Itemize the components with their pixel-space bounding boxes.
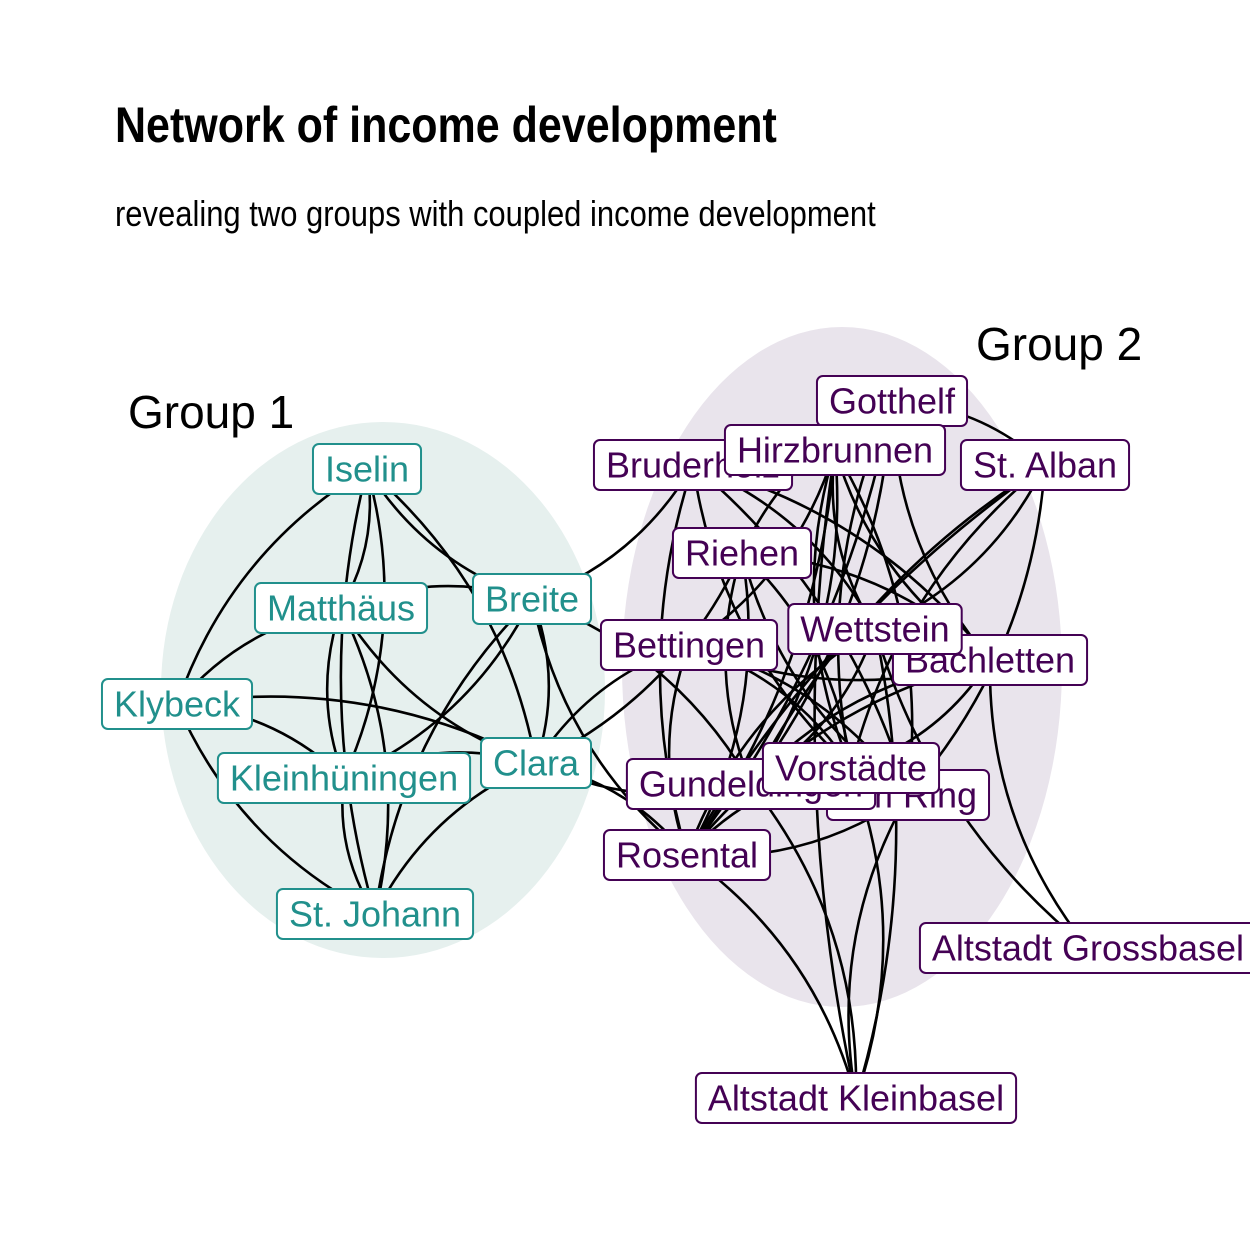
- node-label: St. Alban: [973, 445, 1117, 486]
- node-box: [602, 829, 772, 881]
- node-box: [761, 742, 941, 794]
- node-label: Altstadt Kleinbasel: [708, 1078, 1004, 1119]
- node-label: Riehen: [685, 533, 799, 574]
- node-box: [275, 888, 475, 940]
- node-label: Vorstädte: [775, 748, 927, 789]
- node-box: [694, 1072, 1018, 1124]
- node-box: [216, 752, 472, 804]
- group-2-label: Group 2: [976, 318, 1142, 370]
- node-label: St. Johann: [289, 894, 461, 935]
- node-label: Gotthelf: [829, 381, 956, 422]
- node-box: [959, 439, 1131, 491]
- node-klybeck: Klybeck: [100, 678, 254, 730]
- group-1-label: Group 1: [128, 386, 294, 438]
- page-title: Network of income development: [115, 97, 777, 153]
- node-matthaeus: Matthäus: [253, 582, 429, 634]
- group-hulls: [161, 327, 1062, 1007]
- page-subtitle: revealing two groups with coupled income…: [115, 193, 876, 234]
- node-wettstein: Wettstein: [787, 603, 963, 655]
- edge: [749, 783, 858, 1099]
- node-gotthelf: Gotthelf: [815, 375, 969, 427]
- edge: [685, 552, 750, 856]
- node-bettingen: Bettingen: [599, 619, 779, 671]
- node-label: Kleinhüningen: [230, 758, 458, 799]
- node-label: Wettstein: [800, 609, 949, 650]
- node-label: Matthäus: [267, 588, 415, 629]
- node-riehen: Riehen: [671, 527, 813, 579]
- node-box: [918, 922, 1250, 974]
- node-box: [723, 424, 947, 476]
- node-clara: Clara: [479, 737, 593, 789]
- node-box: [311, 443, 423, 495]
- node-box: [787, 603, 963, 655]
- node-label: Bettingen: [613, 625, 765, 666]
- node-box: [671, 527, 813, 579]
- node-rosental: Rosental: [602, 829, 772, 881]
- node-box: [471, 573, 593, 625]
- node-label: Klybeck: [114, 684, 241, 725]
- node-label: Clara: [493, 743, 580, 784]
- node-stjohann: St. Johann: [275, 888, 475, 940]
- edge: [339, 468, 377, 915]
- node-label: Hirzbrunnen: [737, 430, 933, 471]
- node-vorstaedte: Vorstädte: [761, 742, 941, 794]
- node-hirzbrunnen: Hirzbrunnen: [723, 424, 947, 476]
- node-kleinhueningen: Kleinhüningen: [216, 752, 472, 804]
- edge: [373, 598, 533, 915]
- node-box: [599, 619, 779, 671]
- edge: [988, 659, 1090, 949]
- node-label: Rosental: [616, 835, 758, 876]
- node-altstadtkb: Altstadt Kleinbasel: [694, 1072, 1018, 1124]
- group-1-hull: [161, 422, 605, 958]
- node-box: [253, 582, 429, 634]
- node-box: [479, 737, 593, 789]
- node-label: Breite: [485, 579, 579, 620]
- group-labels: Group 1 Group 2: [128, 318, 1142, 438]
- edge: [849, 463, 1046, 769]
- node-box: [100, 678, 254, 730]
- node-breite: Breite: [471, 573, 593, 625]
- node-stalban: St. Alban: [959, 439, 1131, 491]
- node-bachletten: Bachletten: [891, 634, 1089, 686]
- node-altstadtgb: Altstadt Grossbasel: [918, 922, 1250, 974]
- node-iselin: Iselin: [311, 443, 423, 495]
- node-label: Iselin: [325, 449, 409, 490]
- edge: [847, 794, 910, 1099]
- node-label: Altstadt Grossbasel: [932, 928, 1244, 969]
